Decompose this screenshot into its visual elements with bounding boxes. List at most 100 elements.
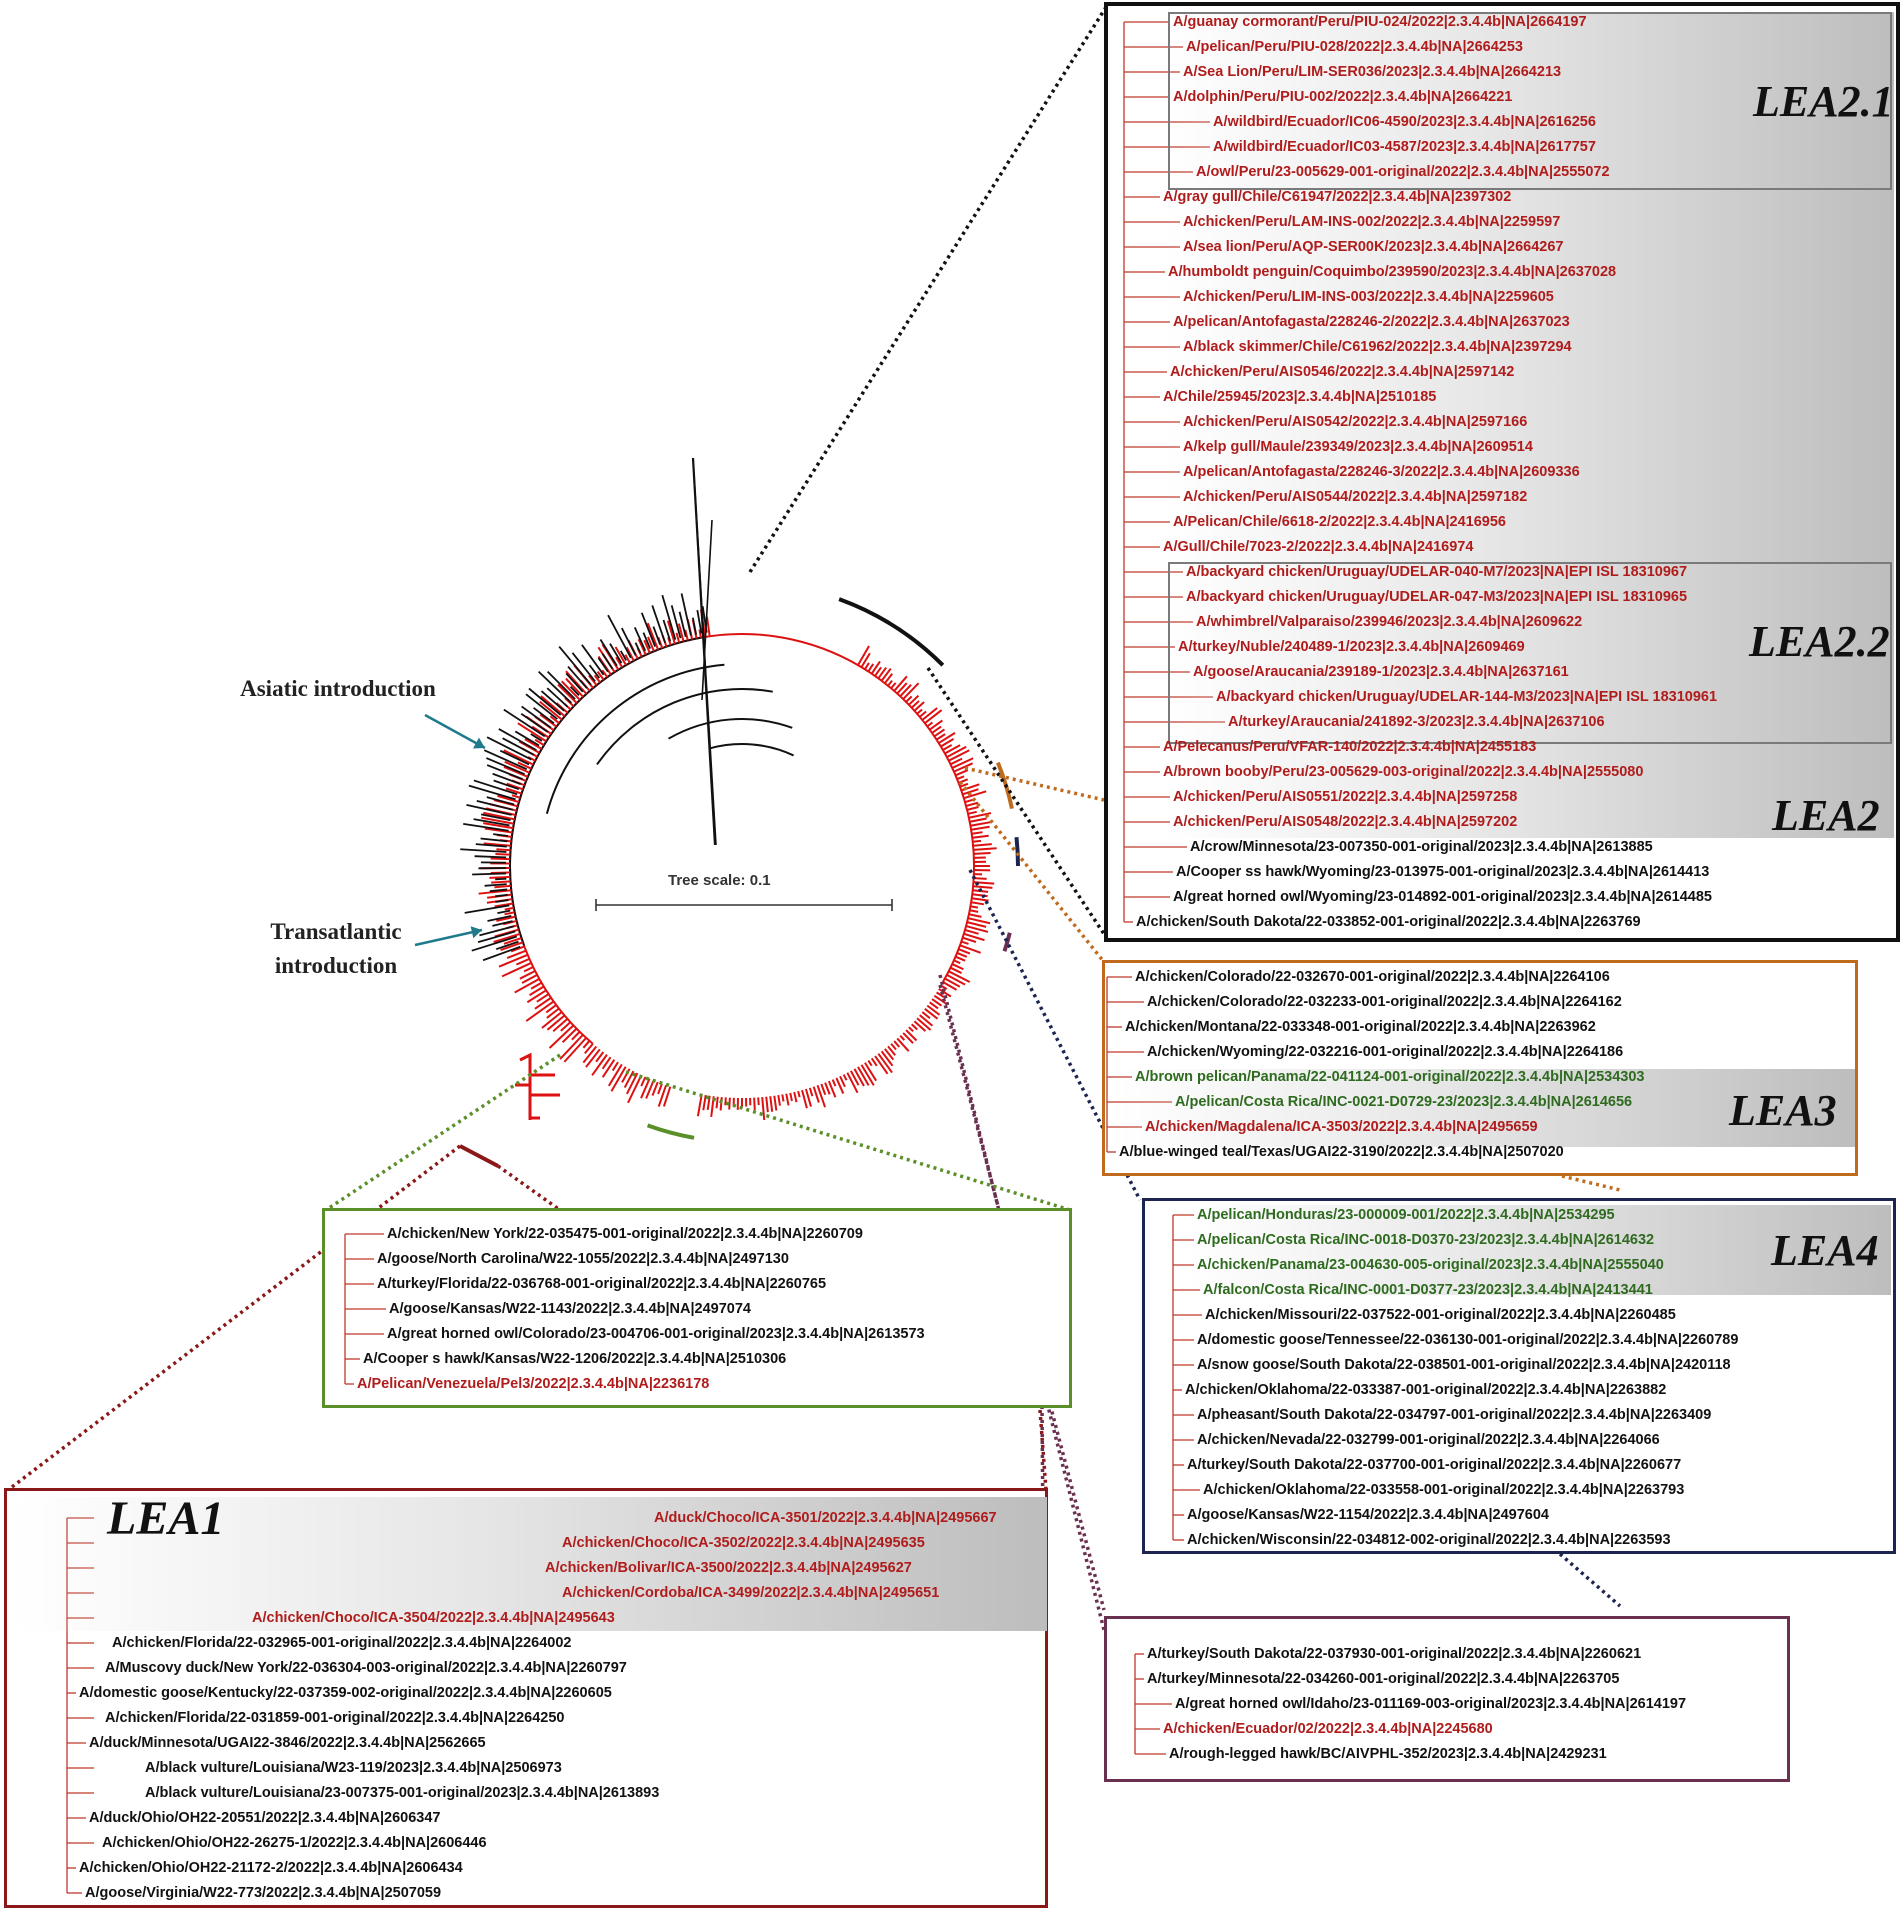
tree-tip (905, 695, 913, 703)
tree-tip (908, 694, 920, 706)
tree-tip (483, 749, 528, 771)
tree-tip (973, 877, 987, 880)
tree-tip (637, 638, 647, 656)
tree-tip (486, 796, 515, 806)
tree-tip (539, 713, 558, 728)
tree-tip (702, 1094, 707, 1111)
tree-tip (492, 772, 521, 785)
tree-tip (514, 977, 540, 994)
tree-tip (684, 629, 689, 641)
asiatic-arrow (424, 713, 486, 750)
tree-tip (948, 970, 971, 983)
tree-tip (846, 1072, 859, 1094)
tree-tip (953, 959, 961, 965)
taxon-label: A/pelican/Costa Rica/INC-0018-D0370-23/2… (1197, 1232, 1655, 1248)
tree-tip (565, 672, 584, 693)
taxon-label: A/goose/Kansas/W22-1154/2022|2.3.4.4b|NA… (1187, 1507, 1549, 1523)
taxon-label: A/humboldt penguin/Coquimbo/239590/2023|… (1168, 264, 1617, 280)
tree-tip (595, 1051, 605, 1063)
tree-tip (531, 725, 550, 739)
tree-tip (534, 996, 552, 1010)
taxon-label: A/turkey/Araucania/241892-3/2023|2.3.4.4… (1228, 714, 1605, 730)
tree-tip (938, 988, 952, 998)
tree-tip (521, 705, 552, 729)
tree-tip (921, 1011, 931, 1019)
taxon-label: A/chicken/Oklahoma/22-033558-001-origina… (1203, 1482, 1685, 1498)
taxon-label: A/chicken/Magdalena/ICA-3503/2022|2.3.4.… (1145, 1119, 1538, 1135)
taxon-label: A/Sea Lion/Peru/LIM-SER036/2023|2.3.4.4b… (1183, 64, 1562, 80)
tree-tip (929, 1001, 939, 1010)
taxon-label: A/guanay cormorant/Peru/PIU-024/2022|2.3… (1173, 14, 1587, 30)
tree-tip (530, 733, 543, 742)
taxon-label: A/black vulture/Louisiana/23-007375-001-… (145, 1785, 660, 1801)
tree-tip (816, 1085, 826, 1108)
taxon-label: A/Muscovy duck/New York/22-036304-003-or… (105, 1660, 627, 1676)
tree-tip (567, 665, 588, 689)
tree-tip (640, 1078, 651, 1099)
tree-tip (963, 790, 987, 800)
tree-tip (506, 949, 527, 959)
taxon-label: A/Pelecanus/Peru/VFAR-140/2022|2.3.4.4b|… (1163, 739, 1537, 755)
tree-tip (757, 1097, 760, 1106)
tree-tip (624, 654, 631, 664)
tree-tip (971, 831, 983, 835)
tree-tip (601, 1059, 616, 1078)
tree-tip (475, 843, 507, 848)
tree-tip (474, 855, 507, 859)
tree-tip (857, 645, 870, 666)
taxon-label: A/duck/Choco/ICA-3501/2022|2.3.4.4b|NA|2… (654, 1510, 997, 1526)
tree-tip (950, 966, 962, 974)
tree-tip (973, 851, 991, 855)
taxon-label: A/wildbird/Ecuador/IC03-4587/2023|2.3.4.… (1213, 139, 1596, 155)
tree-tip (511, 794, 521, 799)
tree-internal-arc (668, 718, 793, 740)
tree-tip (640, 612, 656, 647)
green-connector-right (625, 1070, 1071, 1212)
tree-tip (902, 1032, 914, 1044)
taxon-label: A/backyard chicken/Uruguay/UDELAR-144-M3… (1216, 689, 1718, 705)
tree-tip (884, 1048, 895, 1061)
tree-tip (969, 909, 979, 913)
tree-tip (496, 915, 516, 922)
tree-tip (515, 957, 530, 966)
tree-tip (525, 693, 558, 720)
tree-tip (970, 901, 985, 906)
tree-tip (487, 914, 512, 922)
taxon-label: A/gray gull/Chile/C61947/2022|2.3.4.4b|N… (1163, 189, 1512, 205)
tree-tip (546, 1007, 560, 1019)
tree-tip (929, 719, 943, 731)
tree-tip (651, 605, 667, 644)
tree-tip (970, 905, 979, 909)
tree-tip (599, 639, 618, 667)
purple-subclade-panel: A/turkey/South Dakota/22-037930-001-orig… (1104, 1616, 1790, 1782)
tree-tip (921, 707, 938, 721)
tree-tip (860, 652, 871, 668)
taxon-label: A/chicken/Peru/AIS0544/2022|2.3.4.4b|NA|… (1183, 489, 1528, 505)
tree-tip (545, 1004, 557, 1014)
lea2-panel: LEA2.1 LEA2.2 LEA2 A/guanay cormorant/Pe… (1104, 2, 1900, 942)
transatlantic-introduction-label: Transatlantic introduction (270, 919, 402, 978)
tree-tip (565, 677, 584, 698)
tree-tip (529, 985, 545, 997)
tree-tip (864, 1062, 877, 1082)
taxon-label: A/brown pelican/Panama/22-041124-001-ori… (1135, 1069, 1645, 1085)
tree-tip (867, 1060, 873, 1067)
transatlantic-arrow (414, 928, 483, 947)
taxon-label: A/Cooper ss hawk/Wyoming/23-013975-001-o… (1176, 864, 1710, 880)
tree-tip (479, 925, 515, 937)
tree-tip (905, 1029, 918, 1042)
tree-tip (835, 1077, 845, 1094)
tree-tip (609, 643, 623, 664)
tree-tip (466, 804, 512, 816)
tree-tip (951, 757, 974, 769)
tree-tip (969, 817, 987, 823)
tree-tip (480, 837, 508, 843)
asiatic-introduction-label: Asiatic introduction (240, 676, 436, 701)
lea1-clade-arc (459, 1144, 499, 1168)
lea3-panel: LEA3 A/chicken/Colorado/22-032670-001-or… (1102, 960, 1858, 1176)
lea2-connector-bottom (926, 667, 1110, 941)
tree-tip (899, 1034, 906, 1041)
tree-tip (476, 799, 514, 811)
tree-tip (471, 935, 518, 952)
